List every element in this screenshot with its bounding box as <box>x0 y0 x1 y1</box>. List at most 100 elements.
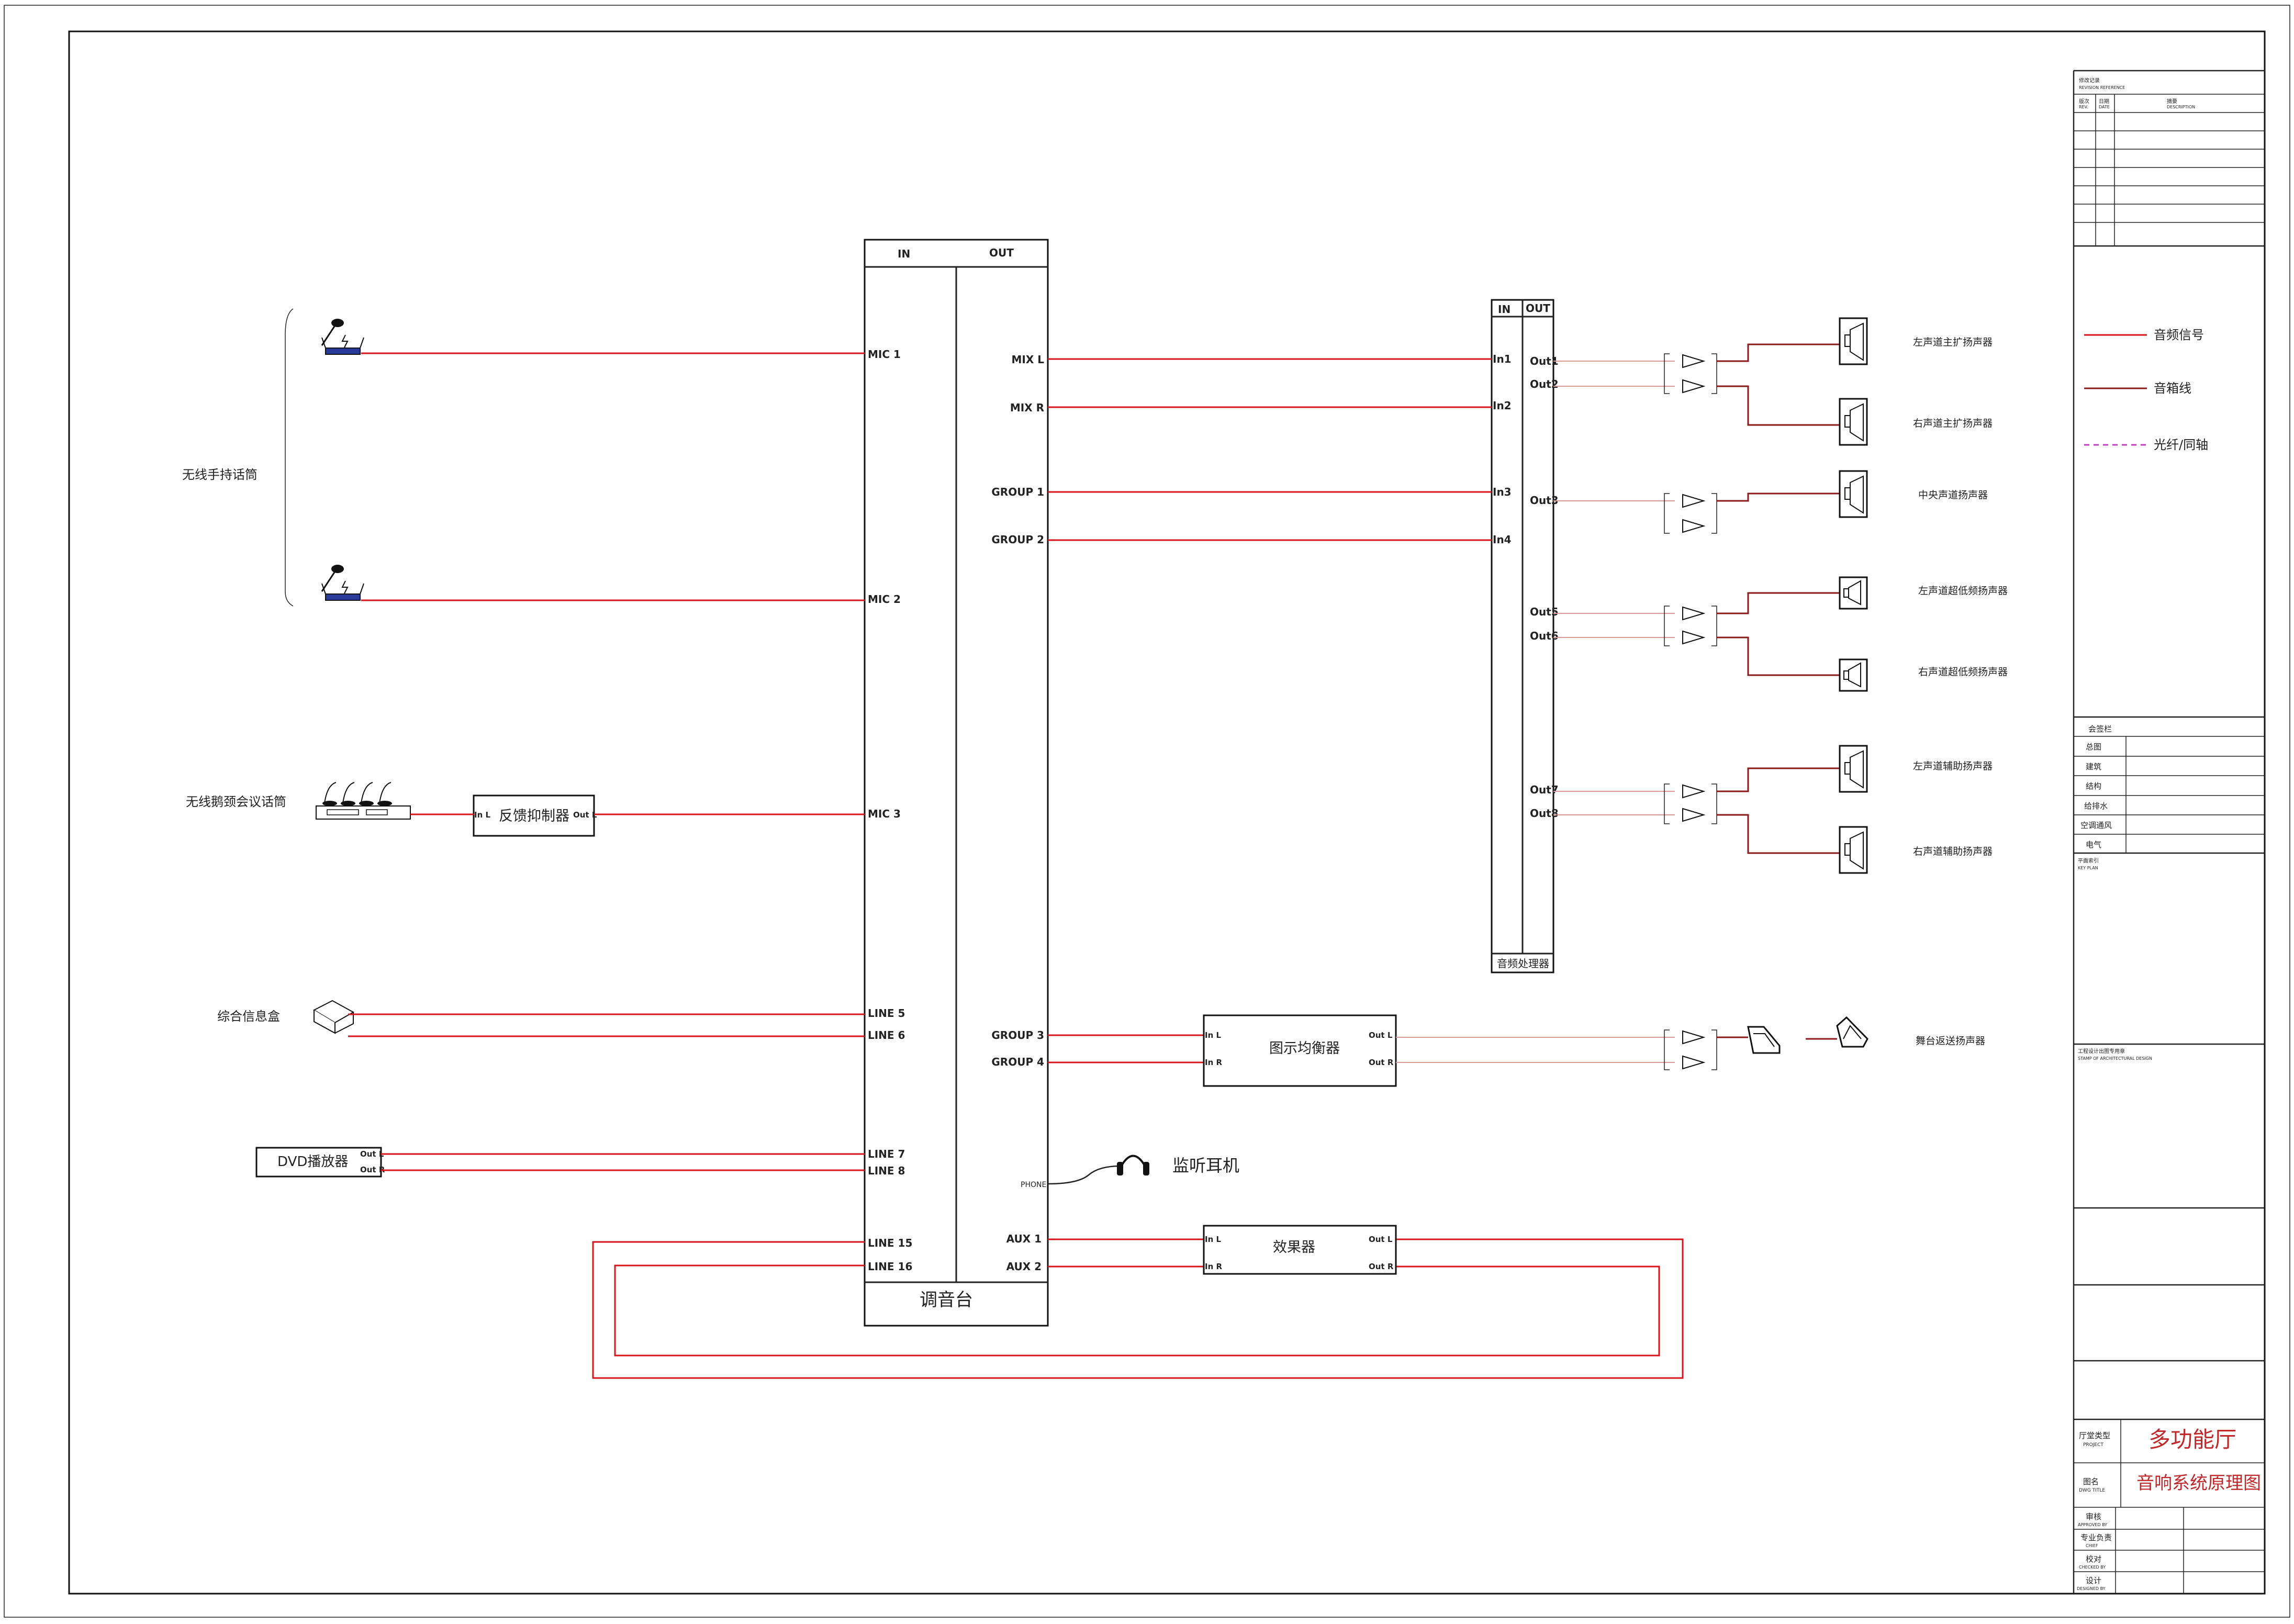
rev-col-desc-en: DESCRIPTION <box>2167 105 2195 109</box>
drawing-title: 音响系统原理图 <box>2136 1473 2261 1494</box>
dvd-player-title: DVD播放器 <box>277 1154 348 1170</box>
rev-col-version-en: REV. <box>2079 105 2088 109</box>
dvd-out-r-label: Out R <box>360 1165 385 1174</box>
revision-title-en: REVISION REFERENCE <box>2079 85 2125 90</box>
processor-out7: Out7 <box>1530 783 1559 796</box>
mixer-input-mic3: MIC 3 <box>868 808 901 820</box>
speaker-label: 中央声道扬声器 <box>1918 489 1988 501</box>
processor-out-header: OUT <box>1526 302 1550 315</box>
mixer-input-line16: LINE 16 <box>868 1260 912 1273</box>
mixer-in-header: IN <box>898 248 910 260</box>
stage-monitor-icon <box>1747 1026 1781 1054</box>
mixer-input-line8: LINE 8 <box>868 1164 905 1177</box>
processor-in3: In3 <box>1493 486 1512 498</box>
eq-in-l: In L <box>1205 1031 1221 1040</box>
feedback-suppressor-title: 反馈抑制器 <box>499 808 569 824</box>
mixer-input-line7: LINE 7 <box>868 1148 905 1160</box>
processor-out6: Out6 <box>1530 630 1559 642</box>
info-box-icon <box>312 1000 355 1034</box>
mixer-output-aux1: AUX 1 <box>1006 1233 1042 1245</box>
speaker-label: 右声道超低频扬声器 <box>1918 666 2008 678</box>
approve-row-label: 校对 <box>2086 1554 2101 1564</box>
mixer-output-mixl: MIX L <box>1012 353 1045 366</box>
approve-row-label-en: DESIGNED BY <box>2077 1586 2106 1591</box>
outer-border <box>4 5 2290 1618</box>
project-name: 多功能厅 <box>2148 1427 2236 1452</box>
legend-fiber-label: 光纤/同轴 <box>2154 438 2208 452</box>
fx-out-l: Out L <box>1369 1235 1393 1244</box>
approve-row-label: 设计 <box>2086 1576 2101 1585</box>
approve-row-label: 审核 <box>2086 1512 2101 1521</box>
audio-signal-lines <box>348 352 1684 1379</box>
processor-out5: Out5 <box>1530 606 1559 618</box>
feedback-suppressor <box>473 794 595 837</box>
wireless-handheld-label: 无线手持话筒 <box>182 467 258 482</box>
processor-title: 音频处理器 <box>1497 957 1549 970</box>
title-block: 修改记录 REVISION REFERENCE 版次 日期 摘要 REV. DA… <box>2073 70 2265 1594</box>
mixer-title: 调音台 <box>920 1290 973 1311</box>
mixer-output-group3: GROUP 3 <box>991 1029 1044 1041</box>
fx-in-l: In L <box>1205 1235 1221 1244</box>
sign-row: 建筑 <box>2086 762 2101 771</box>
legend-speaker-label: 音箱线 <box>2154 381 2191 396</box>
effects-processor <box>1203 1225 1397 1275</box>
processor-in1: In1 <box>1493 353 1512 365</box>
processor-out8: Out8 <box>1530 807 1559 820</box>
sign-row: 空调通风 <box>2080 821 2112 830</box>
project-label-en: PROJECT <box>2083 1442 2103 1448</box>
processor-in4: In4 <box>1493 533 1512 546</box>
mixer-phone-label: PHONE <box>1021 1181 1046 1189</box>
sign-title: 会签栏 <box>2088 724 2112 734</box>
mic-group-brace <box>285 308 294 607</box>
speaker-label: 右声道辅助扬声器 <box>1913 846 1993 857</box>
speaker-icon <box>1839 398 1868 446</box>
amplifier-speaker-chains <box>1396 343 1840 1070</box>
stamp-label-en: STAMP OF ARCHITECTURAL DESIGN <box>2078 1056 2152 1061</box>
sign-row: 总图 <box>2086 742 2101 752</box>
eq-out-r: Out R <box>1369 1058 1394 1067</box>
eq-out-l: Out L <box>1369 1031 1393 1040</box>
key-plan-label-en: KEY PLAN <box>2078 866 2098 870</box>
speaker-label: 舞台返送扬声器 <box>1916 1035 1985 1047</box>
monitor-headphones-label: 监听耳机 <box>1172 1156 1239 1175</box>
graphic-equalizer <box>1203 1014 1397 1087</box>
rev-col-date: 日期 <box>2099 98 2109 105</box>
mixer: IN OUT 调音台 MIC 1 MIC 2 MIC 3 LINE 5 LINE… <box>864 239 1049 1327</box>
wireless-mic-icon <box>321 565 364 601</box>
eq-in-r: In R <box>1205 1058 1222 1067</box>
stamp-label: 工程设计出图专用章 <box>2078 1048 2125 1055</box>
speaker-label: 左声道主扩扬声器 <box>1913 337 1993 348</box>
speaker-icon <box>1839 745 1868 793</box>
dwg-title-label-en: DWG TITLE <box>2079 1488 2105 1493</box>
processor-out2: Out2 <box>1530 378 1559 390</box>
mixer-output-mixr: MIX R <box>1010 401 1044 414</box>
audio-processor: IN OUT 音频处理器 In1 In2 In3 In4 Out1 Out2 O… <box>1491 299 1559 973</box>
speaker-icon <box>1839 317 1868 365</box>
speaker-icon <box>1839 470 1868 518</box>
processor-in2: In2 <box>1493 399 1512 412</box>
subwoofer-icon <box>1839 658 1868 692</box>
fx-out-r: Out R <box>1369 1262 1394 1271</box>
rev-col-desc: 摘要 <box>2167 98 2177 105</box>
mixer-input-line5: LINE 5 <box>868 1007 905 1020</box>
dvd-out-l-label: Out L <box>360 1149 384 1159</box>
mixer-input-line15: LINE 15 <box>868 1237 912 1249</box>
subwoofer-icon <box>1839 576 1868 610</box>
mixer-out-header: OUT <box>989 247 1014 259</box>
legend-audio-label: 音频信号 <box>2154 328 2204 342</box>
approve-row-label: 专业负责 <box>2080 1533 2112 1542</box>
mixer-input-mic2: MIC 2 <box>868 593 901 606</box>
revision-title: 修改记录 <box>2079 77 2100 84</box>
key-plan-label: 平面索引 <box>2078 857 2099 864</box>
effects-processor-title: 效果器 <box>1273 1239 1315 1256</box>
processor-in-header: IN <box>1498 303 1510 316</box>
speaker-label: 左声道辅助扬声器 <box>1913 760 1993 772</box>
fx-in-r: In R <box>1205 1262 1222 1271</box>
wireless-mic-icon <box>321 319 364 355</box>
mixer-output-group4: GROUP 4 <box>991 1056 1044 1068</box>
drawing-frame <box>68 30 2266 1595</box>
conference-mic-icon <box>316 782 411 820</box>
sign-row: 结构 <box>2086 781 2101 791</box>
